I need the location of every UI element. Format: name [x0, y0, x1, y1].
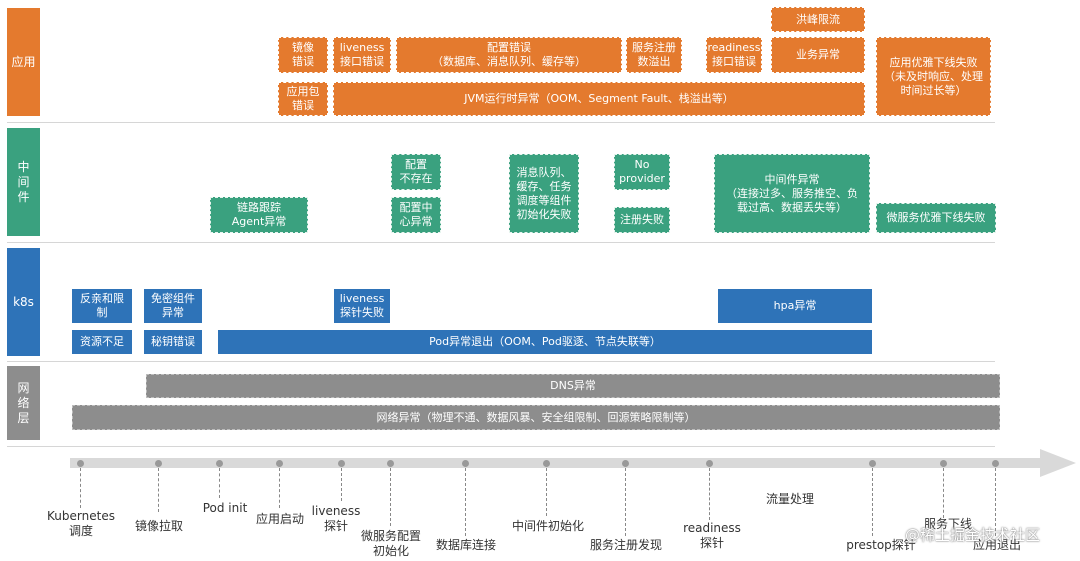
timeline-tick [341, 468, 342, 501]
app-business-error: 业务异常 [771, 37, 865, 73]
timeline-label-prestop: prestop探针 [846, 538, 916, 552]
timeline-label-service-offline: 服务下线 [923, 517, 972, 531]
timeline-dot [155, 460, 162, 467]
lane-label-middleware: 中 间 件 [7, 128, 40, 236]
lane-label-app: 应用 [7, 8, 40, 116]
mw-config-center-error: 配置中 心异常 [391, 197, 441, 233]
timeline-tick [546, 468, 547, 516]
timeline-tick [158, 468, 159, 512]
mw-component-init-fail: 消息队列、 缓存、任务 调度等组件 初始化失败 [509, 154, 579, 233]
net-error: 网络异常（物理不通、数据风暴、安全组限制、回源策略限制等） [72, 405, 1000, 430]
lane-separator [7, 446, 995, 447]
k8s-pod-exit: Pod异常退出（OOM、Pod驱逐、节点失联等） [218, 330, 872, 354]
timeline-tick [943, 468, 944, 518]
app-liveness-error: liveness 接口错误 [333, 37, 391, 73]
timeline-label-app-exit: 应用退出 [972, 538, 1021, 552]
timeline-dot [940, 460, 947, 467]
timeline-tick [465, 468, 466, 536]
timeline-dot [462, 460, 469, 467]
mw-register-fail: 注册失败 [614, 207, 670, 233]
timeline-dot [706, 460, 713, 467]
k8s-affinity: 反亲和限 制 [72, 289, 132, 323]
timeline-dot [216, 460, 223, 467]
timeline-dot [869, 460, 876, 467]
timeline-label-mw-init: 中间件初始化 [511, 519, 584, 533]
timeline-label-ms-config-init: 微服务配置 初始化 [360, 529, 421, 558]
app-flood-limit: 洪峰限流 [771, 7, 865, 32]
mw-config-missing: 配置 不存在 [391, 154, 441, 190]
timeline-tick [995, 468, 996, 536]
mw-no-provider: No provider [614, 154, 670, 190]
timeline-tick [279, 468, 280, 508]
timeline-dot [992, 460, 999, 467]
lane-label-network: 网 络 层 [7, 366, 40, 440]
k8s-insufficient: 资源不足 [72, 330, 132, 354]
timeline-label-traffic: 流量处理 [765, 492, 814, 506]
net-dns: DNS异常 [146, 374, 1000, 398]
app-service-register-overflow: 服务注册 数溢出 [626, 37, 682, 73]
timeline-tick [872, 468, 873, 536]
timeline-label-service-register: 服务注册发现 [589, 538, 662, 552]
timeline-label-pod-init: Pod init [202, 501, 248, 515]
timeline-label-readiness: readiness 探针 [683, 521, 741, 550]
timeline-label-image-pull: 镜像拉取 [134, 519, 183, 533]
timeline-tick [390, 468, 391, 526]
timeline-tick [709, 468, 710, 520]
k8s-hpa: hpa异常 [718, 289, 872, 323]
k8s-liveness-fail: liveness 探针失败 [334, 289, 390, 323]
timeline-dot [543, 460, 550, 467]
k8s-secret-component: 免密组件 异常 [144, 289, 202, 323]
timeline-dot [338, 460, 345, 467]
timeline-label-liveness: liveness 探针 [311, 504, 361, 533]
timeline-label-db-connect: 数据库连接 [435, 538, 496, 552]
lane-separator [7, 242, 995, 243]
app-jvm-error: JVM运行时异常（OOM、Segment Fault、栈溢出等） [333, 82, 865, 116]
lane-label-k8s: k8s [7, 248, 40, 356]
timeline-label-kubernetes: Kubernetes 调度 [47, 509, 115, 538]
app-image-error: 镜像 错误 [278, 37, 328, 73]
timeline-label-app-start: 应用启动 [255, 512, 304, 526]
mw-microservice-shutdown-fail: 微服务优雅下线失败 [876, 203, 996, 233]
lane-separator [7, 122, 995, 123]
timeline-tick [219, 468, 220, 498]
app-config-error: 配置错误 （数据库、消息队列、缓存等） [396, 37, 622, 73]
k8s-secret-error: 秘钥错误 [144, 330, 202, 354]
timeline-dot [77, 460, 84, 467]
timeline-tick [80, 468, 81, 508]
timeline-dot [276, 460, 283, 467]
mw-middleware-error: 中间件异常 （连接过多、服务推空、负 载过高、数据丢失等） [714, 154, 870, 233]
mw-trace-agent: 链路跟踪 Agent异常 [210, 197, 308, 233]
app-package-error: 应用包 错误 [278, 82, 328, 116]
timeline-tick [625, 468, 626, 536]
app-readiness-error: readiness 接口错误 [706, 37, 762, 73]
lane-separator [7, 361, 995, 362]
timeline-dot [622, 460, 629, 467]
watermark: @稀土掘金技术社区 [905, 526, 1041, 544]
app-graceful-shutdown-fail: 应用优雅下线失败 （未及时响应、处理 时间过长等） [876, 37, 991, 116]
timeline-dot [387, 460, 394, 467]
